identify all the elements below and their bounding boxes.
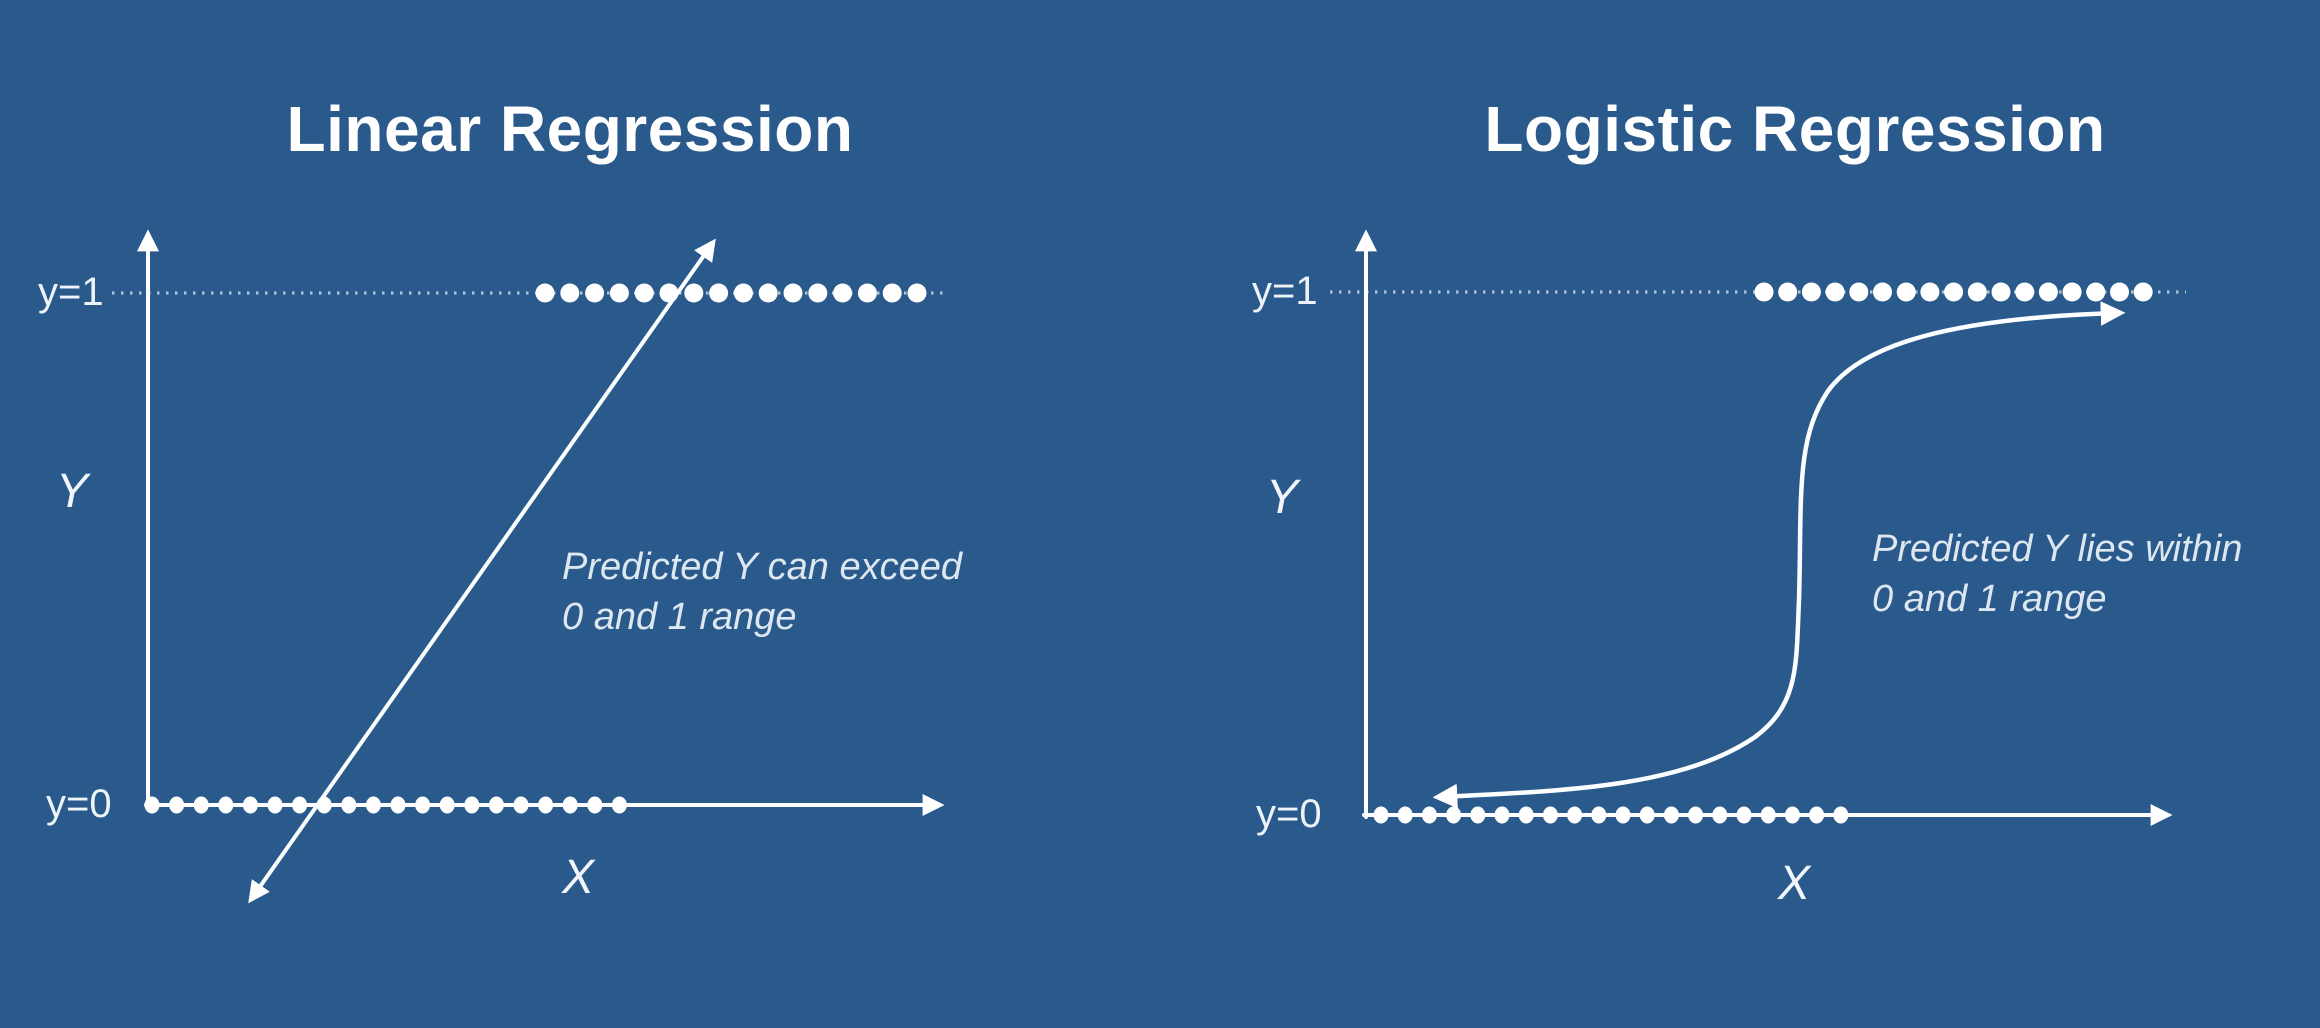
data-point — [488, 796, 504, 814]
data-point — [1542, 806, 1558, 824]
data-point — [1446, 806, 1462, 824]
data-point — [2133, 282, 2153, 302]
data-point — [1825, 282, 1845, 302]
data-point — [1518, 806, 1534, 824]
data-point — [1849, 282, 1869, 302]
data-point — [808, 283, 828, 303]
right-y-axis-label: Y — [1266, 471, 1299, 524]
data-point — [1421, 806, 1437, 824]
data-point — [292, 796, 308, 814]
data-point — [218, 796, 234, 814]
data-point — [2015, 282, 2035, 302]
data-point — [562, 796, 578, 814]
data-point — [634, 283, 654, 303]
data-point — [2038, 282, 2058, 302]
left-y1-tick-label: y=1 — [38, 270, 104, 314]
straight-line-fit-line — [248, 238, 716, 904]
data-point — [758, 283, 778, 303]
data-point — [1873, 282, 1892, 302]
data-point — [587, 796, 603, 814]
right-annotation-line2: 0 and 1 range — [1872, 578, 2107, 621]
data-point — [1833, 806, 1849, 824]
right-y0-tick-label: y=0 — [1256, 792, 1322, 836]
data-point — [1760, 806, 1776, 824]
right-panel-title: Logistic Regression — [1484, 93, 2106, 165]
data-point — [1896, 282, 1916, 302]
data-point — [1712, 806, 1728, 824]
right-x-axis-label: X — [1778, 857, 1811, 910]
right-annotation-line1: Predicted Y lies within — [1872, 528, 2243, 570]
data-point — [709, 283, 729, 303]
data-point — [857, 283, 877, 303]
data-point — [341, 796, 357, 814]
data-point — [907, 283, 927, 303]
data-point — [2086, 282, 2106, 302]
data-point — [1801, 282, 1821, 302]
data-point — [1944, 282, 1964, 302]
data-point — [1567, 806, 1583, 824]
data-point — [316, 796, 332, 814]
data-point — [513, 796, 529, 814]
data-point — [365, 796, 381, 814]
data-point — [585, 283, 605, 303]
data-point — [193, 796, 209, 814]
data-point — [2110, 282, 2129, 302]
data-point — [1373, 806, 1389, 824]
data-point — [464, 796, 480, 814]
data-point — [882, 283, 902, 303]
data-point — [267, 796, 283, 814]
left-annotation-line1: Predicted Y can exceed — [562, 546, 962, 588]
right-annotation: Predicted Y lies within 0 and 1 range — [1872, 524, 2242, 624]
data-point — [535, 283, 555, 303]
left-y-axis-label: Y — [56, 465, 89, 518]
left-panel-title: Linear Regression — [286, 93, 854, 165]
data-point — [169, 796, 185, 814]
data-point — [1778, 282, 1798, 302]
data-point — [1991, 282, 2011, 302]
data-point — [1754, 282, 1774, 302]
data-point — [1639, 806, 1655, 824]
data-point — [609, 283, 629, 303]
data-point — [783, 283, 803, 303]
data-point — [1494, 806, 1510, 824]
data-point — [439, 796, 455, 814]
data-point — [242, 796, 258, 814]
data-point — [2062, 282, 2082, 302]
data-point — [390, 796, 406, 814]
data-point — [684, 283, 704, 303]
left-annotation-line2: 0 and 1 range — [562, 596, 797, 639]
right-plot — [1330, 229, 2186, 826]
data-point — [1663, 806, 1679, 824]
data-point — [659, 283, 679, 303]
sigmoid-fit-line — [1432, 301, 2126, 809]
data-point — [1591, 806, 1607, 824]
data-point — [733, 283, 753, 303]
data-point — [1784, 806, 1800, 824]
data-point — [833, 283, 853, 303]
data-point — [560, 283, 580, 303]
data-point — [1615, 806, 1631, 824]
data-point — [1736, 806, 1752, 824]
data-point — [538, 796, 554, 814]
data-point — [611, 796, 627, 814]
data-point — [1920, 282, 1940, 302]
left-plot — [112, 229, 945, 904]
data-point — [1397, 806, 1413, 824]
data-point — [1688, 806, 1704, 824]
left-y0-tick-label: y=0 — [46, 782, 112, 826]
data-point — [1470, 806, 1486, 824]
data-point — [1809, 806, 1825, 824]
right-y1-tick-label: y=1 — [1252, 269, 1318, 313]
data-point — [144, 796, 160, 814]
data-point — [1967, 282, 1987, 302]
left-x-axis-label: X — [562, 851, 595, 904]
data-point — [415, 796, 431, 814]
left-annotation: Predicted Y can exceed 0 and 1 range — [562, 542, 962, 642]
